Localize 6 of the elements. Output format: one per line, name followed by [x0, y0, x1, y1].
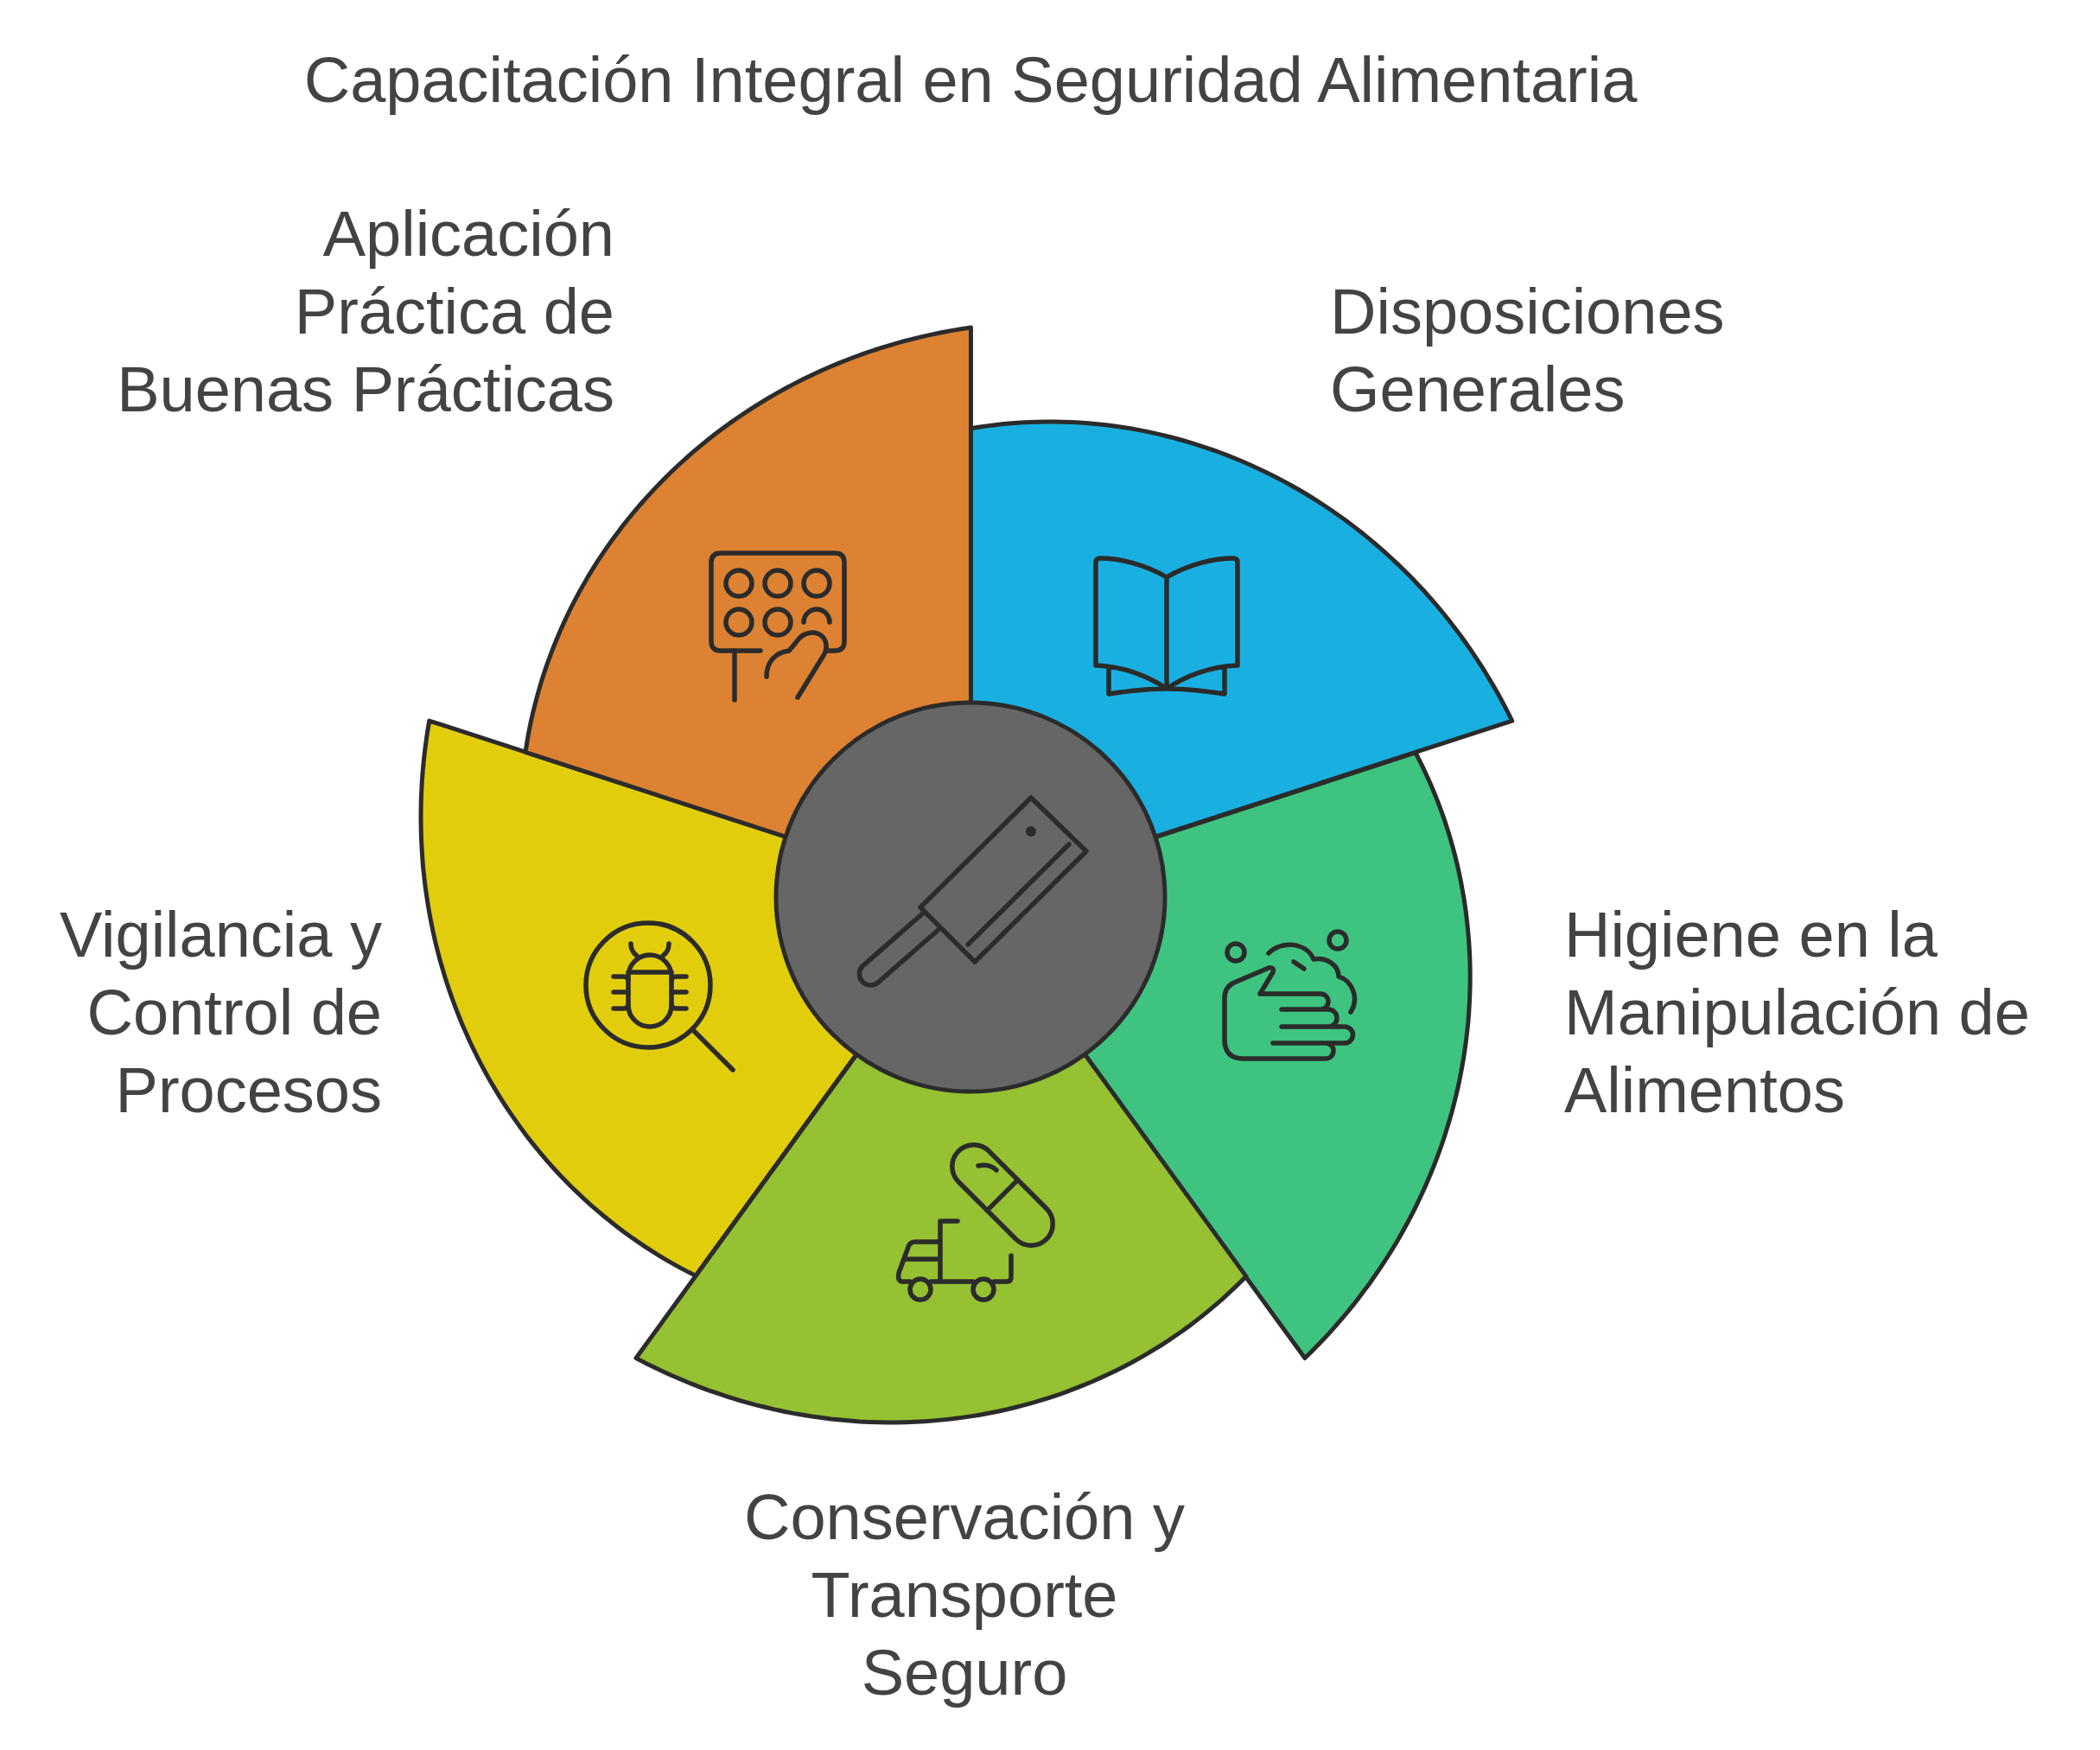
segment-label: Disposiciones Generales — [1330, 276, 1725, 425]
segment-label: Vigilancia y Control de Procesos — [60, 899, 382, 1126]
segment-label: Aplicación Práctica de Buenas Prácticas — [117, 198, 614, 425]
segment-label: Higiene en la Manipulación de Alimentos — [1564, 899, 2030, 1126]
segment-label: Conservación y Transporte Seguro — [743, 1481, 1185, 1709]
diagram-title: Capacitación Integral en Seguridad Alimentaria — [303, 44, 1638, 116]
